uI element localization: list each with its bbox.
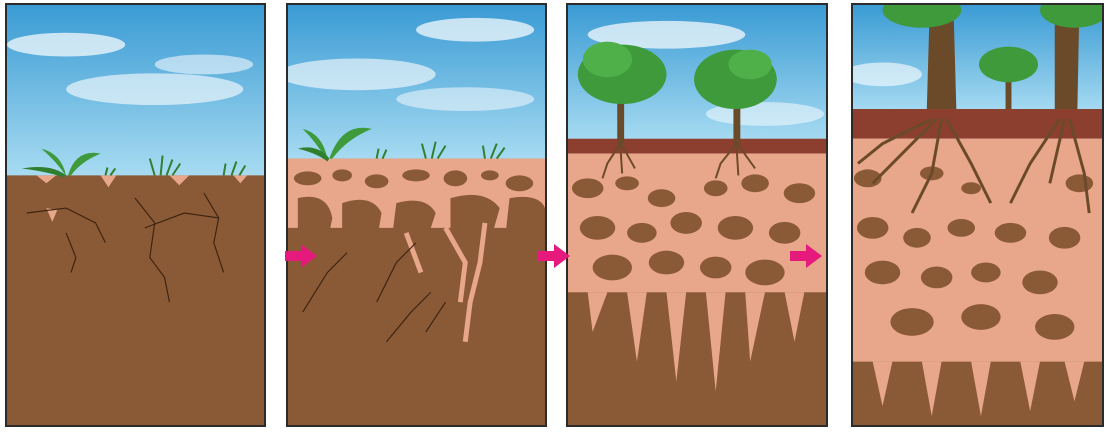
stage-1-panel [5,3,266,427]
soil-layer [7,175,264,425]
topsoil-layer [568,139,826,154]
stage-4-panel [851,3,1104,427]
stage-2-panel [286,3,547,427]
stage-transition-arrow-1 [283,243,319,269]
stage-4-illustration [853,5,1102,425]
stage-3-illustration [568,5,826,425]
stage-3-panel [566,3,828,427]
right-arrow-icon [536,243,572,269]
stage-transition-arrow-3 [788,243,824,269]
right-arrow-icon [788,243,824,269]
stage-1-illustration [7,5,264,425]
stage-transition-arrow-2 [536,243,572,269]
stage-2-illustration [288,5,545,425]
right-arrow-icon [283,243,319,269]
